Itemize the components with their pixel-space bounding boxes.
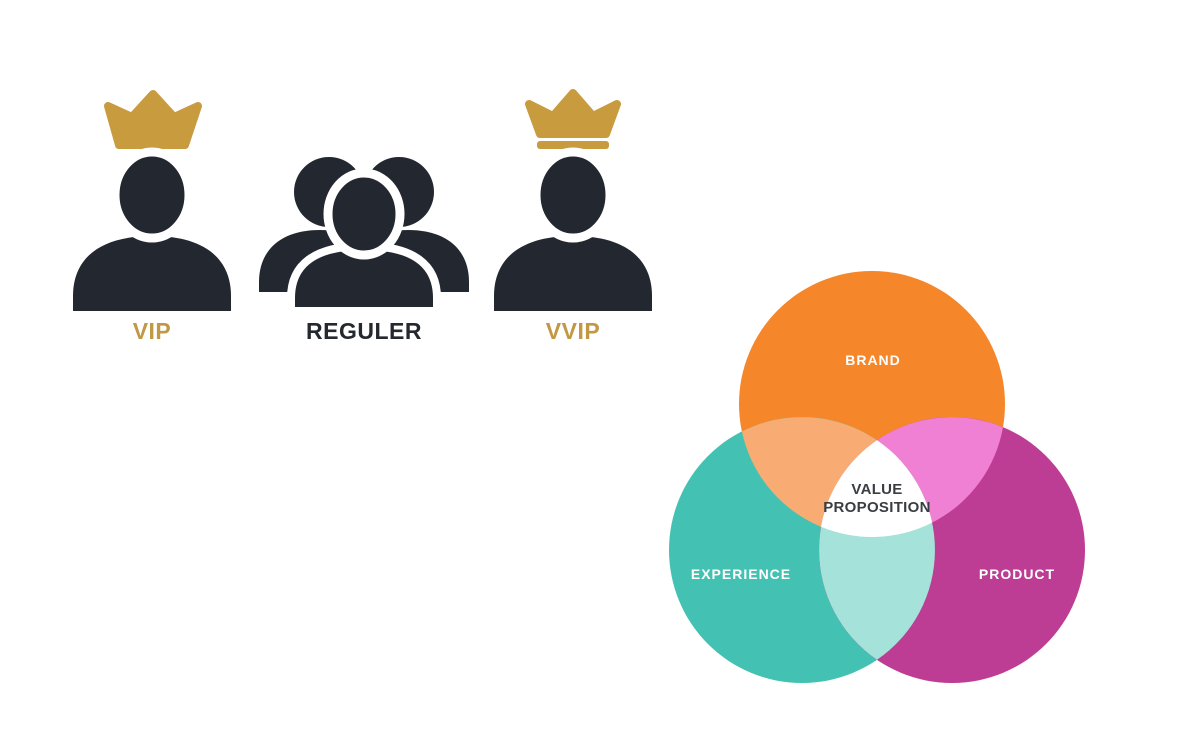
person-body — [494, 236, 652, 311]
vip-label: VIP — [133, 318, 172, 344]
person-icon — [494, 147, 652, 311]
crown-band — [537, 141, 609, 149]
value-proposition-venn: BRAND EXPERIENCE PRODUCT VALUE PROPOSITI… — [669, 271, 1085, 683]
experience-label: EXPERIENCE — [691, 566, 791, 582]
center-label-line1: VALUE — [851, 481, 902, 498]
vip-tier: VIP — [73, 90, 231, 344]
banded-crown-icon — [525, 89, 621, 149]
product-label: PRODUCT — [979, 566, 1055, 582]
crown-icon — [104, 90, 202, 149]
front-head — [323, 168, 405, 260]
people-group-icon — [259, 157, 469, 315]
person-body — [73, 236, 231, 311]
person-head — [110, 147, 194, 243]
person-head — [531, 147, 615, 243]
vvip-tier: VVIP — [494, 89, 652, 344]
center-overlap — [821, 440, 933, 537]
reguler-label: REGULER — [306, 318, 422, 344]
person-icon — [73, 147, 231, 311]
customer-tiers-graphic: VIP REGULER VVIP — [73, 89, 652, 344]
center-label-line2: PROPOSITION — [823, 499, 930, 516]
brand-label: BRAND — [845, 352, 901, 368]
vvip-label: VVIP — [546, 318, 600, 344]
reguler-tier: REGULER — [259, 157, 469, 344]
